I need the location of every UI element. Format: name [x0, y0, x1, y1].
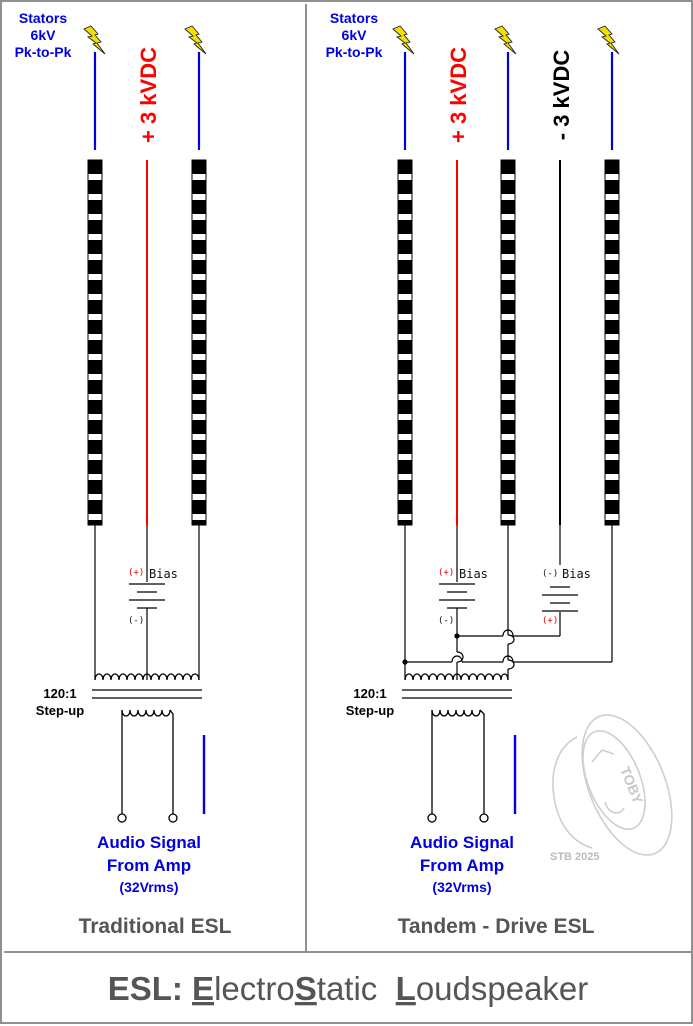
watermark-logo-text: TOBY: [617, 764, 647, 806]
audio-terminal: [479, 813, 489, 823]
transformer-type: Step-up: [346, 703, 394, 718]
audio-label-line3: (32Vrms): [119, 879, 178, 895]
positive-bias-label: + 3 kVDC: [446, 47, 471, 143]
stator-front: [397, 159, 413, 526]
audio-terminal: [427, 813, 437, 823]
stator-middle: [500, 159, 516, 526]
tandem-drive-esl-panel: Stators 6kV Pk-to-Pk + 3 kVDC - 3 kVDC: [326, 10, 673, 938]
bias-minus-label: (-): [438, 616, 454, 626]
neg-bias-minus-label: (-): [542, 569, 558, 579]
positive-bias-battery: [439, 583, 475, 609]
transformer-type: Step-up: [36, 703, 84, 718]
bias-minus-label: (-): [128, 616, 144, 626]
lightning-icon: [83, 25, 106, 55]
audio-label-line1: Audio Signal: [97, 833, 201, 852]
neg-bias-plus-label: (+): [542, 616, 558, 626]
audio-label-line2: From Amp: [420, 856, 504, 875]
stator-rear: [191, 159, 207, 526]
audio-terminal: [117, 813, 127, 823]
footer-title-prefix: ESL:: [108, 970, 192, 1007]
footer-title-part: oudspeaker: [416, 970, 588, 1007]
audio-terminal: [168, 813, 178, 823]
audio-label-line2: From Amp: [107, 856, 191, 875]
bias-label: Bias: [459, 567, 488, 581]
audio-label-line3: (32Vrms): [432, 879, 491, 895]
stator-front: [87, 159, 103, 526]
lightning-icon: [494, 25, 517, 55]
footer-title-part: L: [396, 970, 416, 1007]
caption-tandem: Tandem - Drive ESL: [398, 915, 595, 938]
footer-title-part: lectro: [214, 970, 295, 1007]
stators-label-line1: Stators: [19, 10, 67, 26]
bias-voltage-label: + 3 kVDC: [136, 47, 161, 143]
step-up-transformer: [402, 673, 512, 814]
neg-bias-label: Bias: [562, 567, 591, 581]
footer-title-part: E: [192, 970, 214, 1007]
lightning-icon: [392, 25, 415, 55]
footer-title: ESL: ElectroStatic Loudspeaker: [108, 970, 589, 1007]
traditional-esl-panel: Stators 6kV Pk-to-Pk + 3 kVDC (+) Bias: [15, 10, 232, 938]
caption-traditional: Traditional ESL: [79, 915, 232, 938]
stator-rear: [604, 159, 620, 526]
footer-title-part: S: [295, 970, 317, 1007]
bias-plus-label: (+): [128, 568, 144, 578]
speaker-watermark-icon: [552, 714, 673, 856]
stators-label-line3: Pk-to-Pk: [326, 44, 383, 60]
footer-title-part: tatic: [317, 970, 396, 1007]
stators-label-line2: 6kV: [31, 27, 57, 43]
stators-label-line1: Stators: [330, 10, 378, 26]
watermark-credit: STB 2025: [550, 851, 600, 863]
stators-label-line2: 6kV: [342, 27, 368, 43]
bias-plus-label: (+): [438, 568, 454, 578]
transformer-ratio: 120:1: [43, 686, 76, 701]
bias-battery: [129, 583, 165, 680]
audio-label-line1: Audio Signal: [410, 833, 514, 852]
transformer-ratio: 120:1: [353, 686, 386, 701]
negative-bias-label: - 3 kVDC: [549, 50, 574, 141]
negative-bias-battery: [542, 586, 578, 612]
lightning-icon: [184, 25, 207, 55]
lightning-icon: [597, 25, 620, 55]
stators-label-line3: Pk-to-Pk: [15, 44, 72, 60]
tandem-wiring: [404, 525, 613, 680]
bias-label: Bias: [149, 567, 178, 581]
step-up-transformer: [92, 673, 202, 814]
